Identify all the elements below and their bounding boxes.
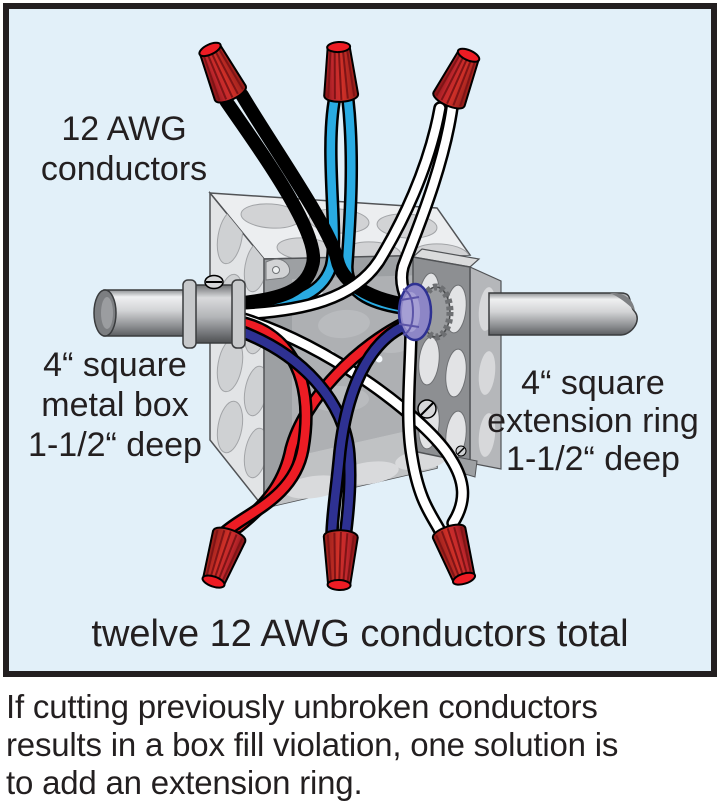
conduit-connector xyxy=(182,274,246,349)
label-metal-box-line3: 1-1/2“ deep xyxy=(28,426,202,464)
label-12awg-conductors: 12 AWG conductors xyxy=(9,109,239,189)
wire-white-bottom-loop xyxy=(233,311,470,538)
connector-screw xyxy=(204,274,224,290)
right-conduit xyxy=(488,292,638,336)
wire-nut-red xyxy=(194,523,249,593)
wire-nut-cyan xyxy=(320,40,360,104)
wire-red-loop xyxy=(217,314,416,540)
label-extension-ring: 4“ square extension ring 1-1/2“ deep xyxy=(477,364,709,478)
label-12awg-line1: 12 AWG xyxy=(61,110,187,148)
label-extension-ring-line2: extension ring xyxy=(487,402,699,440)
label-metal-box: 4“ square metal box 1-1/2“ deep xyxy=(9,345,221,465)
wire-nut-black xyxy=(191,36,250,108)
locknut xyxy=(397,282,454,342)
wire-nut-white-top xyxy=(429,42,488,114)
label-metal-box-line2: metal box xyxy=(41,386,189,424)
wire-blue-loop xyxy=(233,317,416,539)
label-metal-box-line1: 4“ square xyxy=(43,346,187,384)
wire-black-loop xyxy=(219,88,416,312)
wire-nut-blue xyxy=(320,528,359,592)
label-extension-ring-line3: 1-1/2“ deep xyxy=(506,440,680,478)
illustration-frame: 12 AWG conductors 4“ square metal box 1-… xyxy=(3,3,717,677)
caption-line1: If cutting previously unbroken conductor… xyxy=(6,688,598,725)
label-total-conductors: twelve 12 AWG conductors total xyxy=(91,613,629,655)
label-extension-ring-line1: 4“ square xyxy=(521,364,665,402)
junction-box-illustration xyxy=(93,36,638,593)
caption: If cutting previously unbroken conductor… xyxy=(6,688,718,802)
ring-screw-small xyxy=(455,445,467,457)
wire-nut-white-bottom xyxy=(429,520,483,590)
caption-line2: results in a box fill violation, one sol… xyxy=(6,726,619,763)
label-12awg-line2: conductors xyxy=(40,150,208,188)
ring-screw xyxy=(417,399,437,419)
caption-line3: to add an extension ring. xyxy=(6,764,363,801)
